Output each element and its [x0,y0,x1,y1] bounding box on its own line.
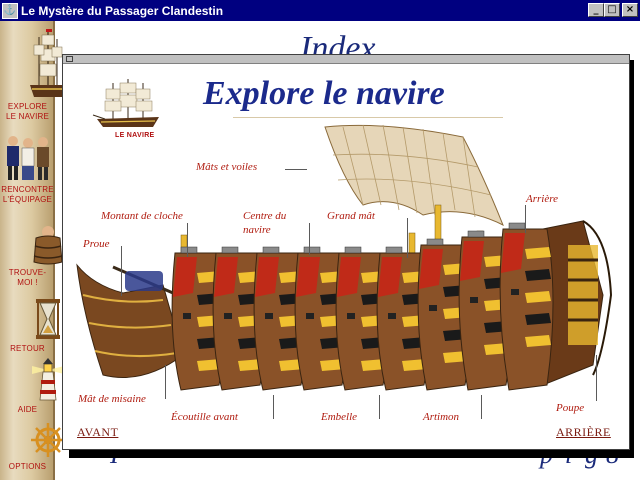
leader-line [379,395,380,419]
part-label-poop[interactable]: Poupe [556,402,585,414]
panel-close-button[interactable] [66,56,73,62]
hull-section [499,222,554,391]
sidebar-item-help[interactable]: AIDE [0,356,64,415]
ship-icon [8,27,66,97]
sidebar-item-crew[interactable]: RENCONTRE L'ÉQUIPAGE [0,133,55,205]
leader-line [309,223,310,255]
sidebar-item-explore[interactable]: EXPLORE LE NAVIRE [0,27,66,122]
ship-cutaway-illustration [63,55,629,449]
app-icon[interactable]: ⚓ [2,2,18,19]
crew-icon [6,133,49,183]
part-label-centre-2[interactable]: navire [243,224,271,236]
part-label-waist[interactable]: Embelle [321,411,358,423]
part-label-bow[interactable]: Proue [83,238,110,250]
ship-thumbnail[interactable] [92,75,163,130]
barrel-icon [8,224,63,266]
leader-line [596,355,597,401]
sidebar-item-back[interactable]: RETOUR [0,297,60,354]
part-label-centre-1[interactable]: Centre du [243,210,287,222]
ship-thumbnail-label: LE NAVIRE [115,132,155,139]
leader-line [121,246,122,296]
title-underline [233,117,503,118]
ship-wheel-icon [8,421,65,459]
nav-prev-link[interactable]: AVANT [77,425,119,439]
part-label-hatch[interactable]: Écoutille avant [171,411,238,423]
panel-title: Explore le navire [203,75,445,112]
sidebar-label-find-2: MOI ! [17,278,38,287]
minimize-button[interactable]: _ [588,3,604,17]
sidebar-label-crew-2: L'ÉQUIPAGE [2,195,53,204]
leader-line [525,205,526,233]
window-title: Le Mystère du Passager Clandestin [21,3,224,18]
hull-section [417,238,472,391]
part-label-stern-rear[interactable]: Arrière [526,193,558,205]
part-label-mainmast[interactable]: Grand mât [327,210,375,222]
sidebar-item-options[interactable]: OPTIONS [0,421,65,472]
leader-line [407,218,408,258]
window-controls: _ □ × [588,3,638,17]
title-bar: ⚓ Le Mystère du Passager Clandestin _ □ … [0,0,640,21]
panel-header-bar [63,55,629,64]
lighthouse-icon [8,356,64,402]
part-label-foremast[interactable]: Mât de misaine [78,393,146,405]
sidebar-label-explore-2: LE NAVIRE [6,112,49,121]
sidebar-label-options: OPTIONS [8,462,47,471]
leader-line [187,223,188,257]
sidebar-label-find-1: TROUVE- [8,268,47,277]
close-button[interactable]: × [622,3,638,17]
maximize-button[interactable]: □ [604,3,620,17]
sidebar-label-back: RETOUR [10,344,45,353]
part-label-mizzen[interactable]: Artimon [423,411,460,423]
sidebar-label-explore-1: EXPLORE [7,102,48,111]
leader-line [165,365,166,399]
nav-next-link[interactable]: ARRIÈRE [556,425,611,439]
leader-line [285,169,307,170]
sail-illustration [324,124,504,227]
sidebar: EXPLORE LE NAVIRE RENCONTRE L'ÉQUIPAGE [0,21,66,480]
leader-line [273,395,274,419]
sidebar-label-crew-1: RENCONTRE [1,185,54,194]
explore-panel: Explore le navire LE NAVIRE [62,54,630,450]
sidebar-item-find[interactable]: TROUVE- MOI ! [0,224,63,288]
leader-line [481,395,482,419]
hourglass-icon [8,297,60,341]
part-label-bell[interactable]: Montant de cloche [101,210,183,222]
sidebar-label-help: AIDE [17,405,38,414]
part-label-masts[interactable]: Mâts et voiles [196,161,258,173]
